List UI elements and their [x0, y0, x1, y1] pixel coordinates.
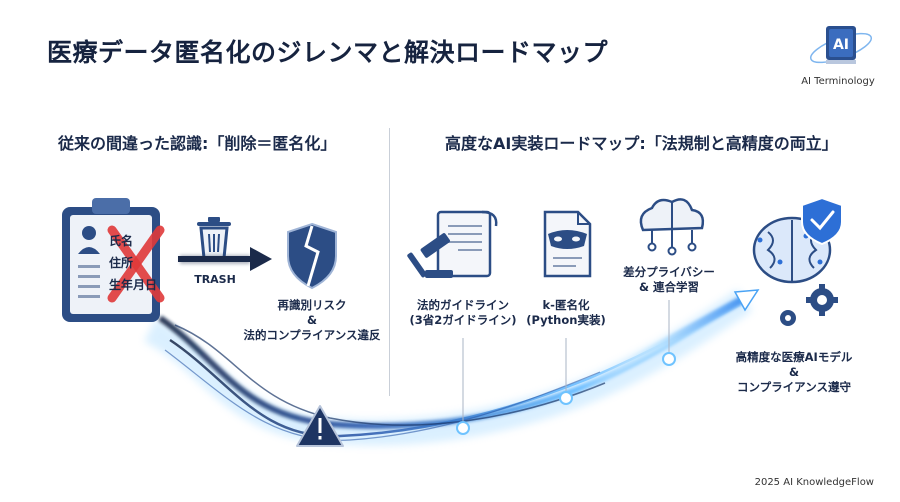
pii-field-name: 氏名 [109, 234, 134, 248]
risk-label: 再識別リスク & 法的コンプライアンス違反 [243, 298, 381, 342]
footer-credit: 2025 AI KnowledgeFlow [754, 477, 874, 488]
flow-arrow [178, 247, 272, 271]
step2-label: k-匿名化 (Python実装) [526, 298, 606, 327]
pii-field-birthdate: 生年月日 [109, 278, 158, 292]
logo-badge-text: AI [833, 37, 849, 53]
pii-field-address: 住所 [109, 256, 134, 270]
step1-label: 法的ガイドライン (3省2ガイドライン) [409, 298, 517, 327]
page-title: 医療データ匿名化のジレンマと解決ロードマップ [47, 38, 609, 67]
red-cross-icon [107, 225, 165, 303]
logo-label: AI Terminology [801, 76, 875, 87]
roadmap-wave [143, 289, 760, 446]
warning-icon [296, 405, 344, 447]
ai-terminology-logo: AI [809, 26, 873, 64]
section-divider [389, 128, 390, 396]
trash-label: TRASH [194, 273, 236, 286]
gear-icon [780, 284, 838, 326]
masked-document-icon [543, 210, 592, 278]
check-shield-icon [801, 196, 843, 246]
broken-shield-icon [287, 222, 337, 290]
left-section-heading: 従来の間違った認識:「削除＝匿名化」 [58, 134, 337, 153]
trash-icon [197, 217, 231, 260]
step1-node [456, 421, 470, 435]
goal-label: 高精度な医療AIモデル & コンプライアンス遵守 [735, 350, 853, 394]
roadmap-arrowhead [733, 289, 760, 312]
step3-label: 差分プライバシー & 連合学習 [623, 265, 715, 294]
step2-node [559, 391, 573, 405]
step3-node [662, 352, 676, 366]
gavel-document-icon [407, 210, 498, 278]
clipboard-icon [62, 198, 160, 322]
cloud-network-icon [639, 198, 705, 256]
right-section-heading: 高度なAI実装ロードマップ:「法規制と高精度の両立」 [445, 134, 838, 153]
